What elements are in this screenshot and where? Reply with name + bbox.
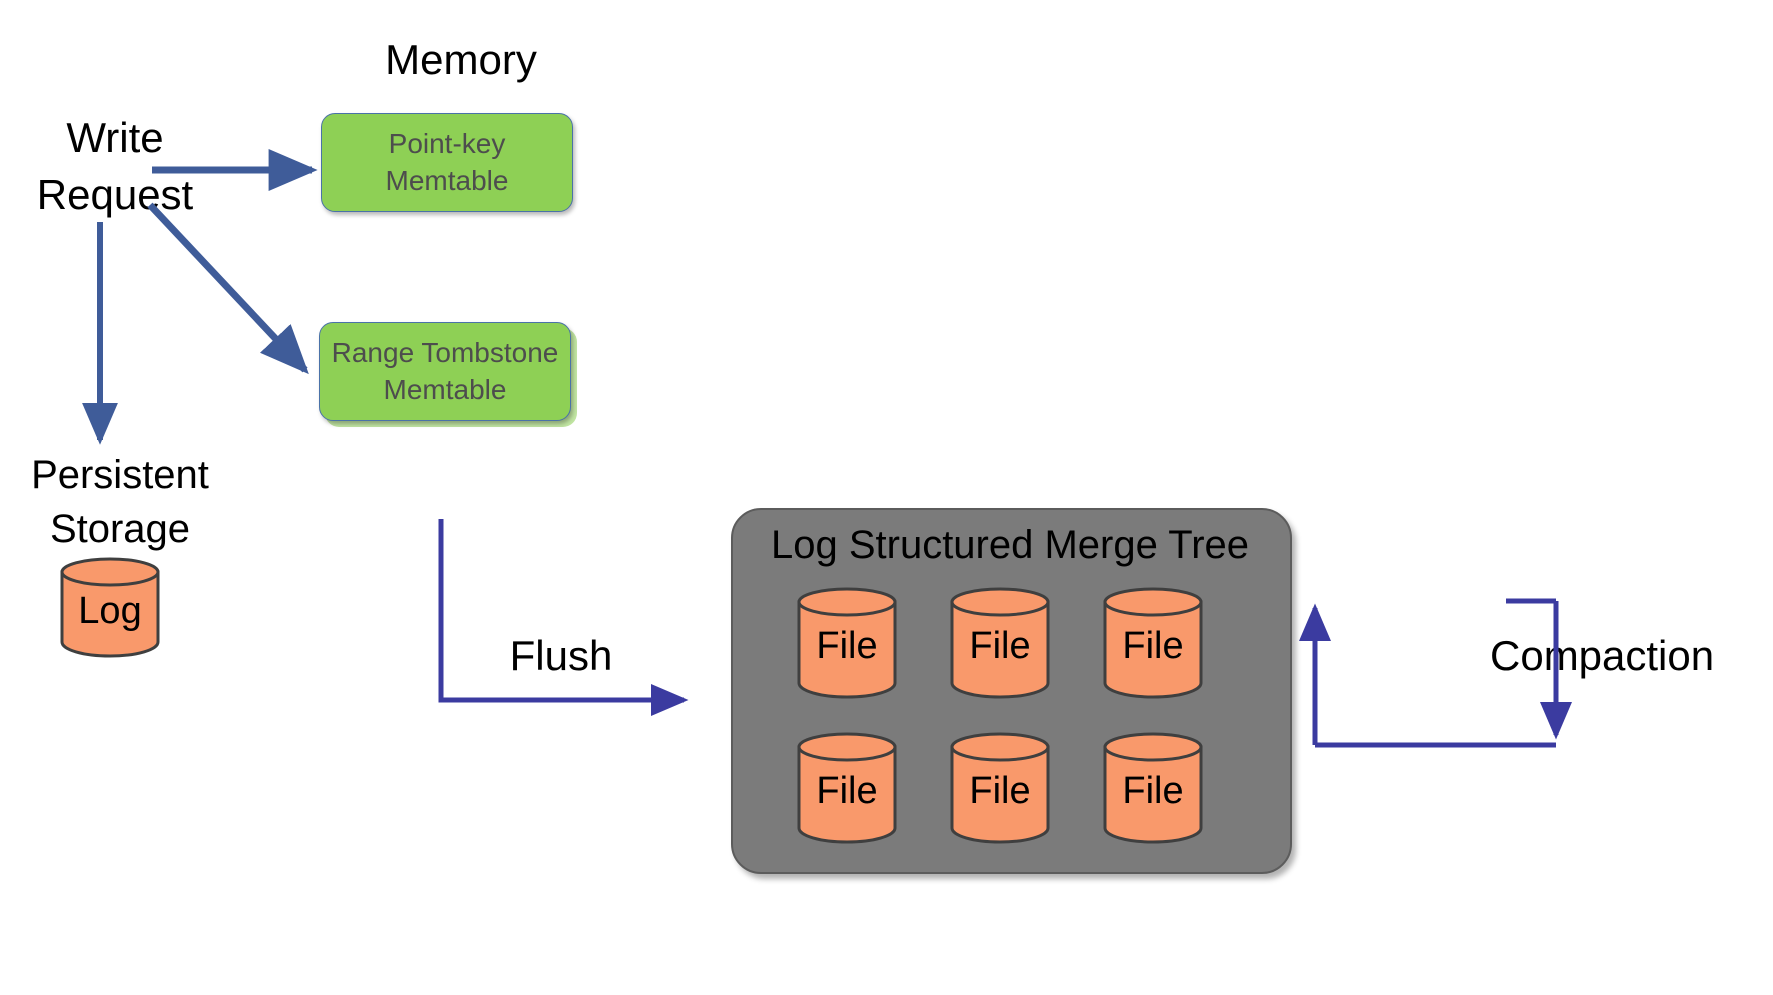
persistent-storage-label: Persistent Storage: [31, 453, 209, 551]
lsm-file-cylinder-r2c1[interactable]: File: [797, 732, 897, 844]
cylinder-shape: [950, 587, 1050, 699]
lsm-file-cylinder-r1c3[interactable]: File: [1103, 587, 1203, 699]
write-request-label: Write Request: [36, 114, 194, 218]
cylinder-shape: [797, 732, 897, 844]
lsm-file-label: File: [816, 625, 878, 667]
range-tombstone-memtable-box[interactable]: Range Tombstone Memtable: [319, 322, 571, 421]
cylinder-shape: [950, 732, 1050, 844]
log-cylinder-label: Log: [78, 590, 142, 632]
arrow-write-to-range-tombstone-memtable: [147, 202, 309, 375]
lsm-file-cylinder-r2c3[interactable]: File: [1103, 732, 1203, 844]
lsm-file-label: File: [1122, 770, 1184, 812]
lsm-file-cylinder-r1c2[interactable]: File: [950, 587, 1050, 699]
lsm-file-cylinder-r1c1[interactable]: File: [797, 587, 897, 699]
log-cylinder[interactable]: Log: [60, 557, 160, 658]
lsm-file-label: File: [816, 770, 878, 812]
lsm-file-cylinder-r2c2[interactable]: File: [950, 732, 1050, 844]
cylinder-shape: [1103, 732, 1203, 844]
compaction-label: Compaction: [1490, 632, 1715, 679]
lsm-file-label: File: [969, 625, 1031, 667]
cylinder-shape: [797, 587, 897, 699]
lsm-file-label: File: [1122, 625, 1184, 667]
cylinder-shape: [1103, 587, 1203, 699]
memory-label: Memory: [385, 36, 537, 83]
cylinder-shape: [60, 557, 160, 658]
lsm-tree-title: Log Structured Merge Tree: [770, 523, 1250, 567]
point-key-memtable-box[interactable]: Point-key Memtable: [321, 113, 573, 212]
lsm-file-label: File: [969, 770, 1031, 812]
flush-label: Flush: [509, 632, 613, 679]
